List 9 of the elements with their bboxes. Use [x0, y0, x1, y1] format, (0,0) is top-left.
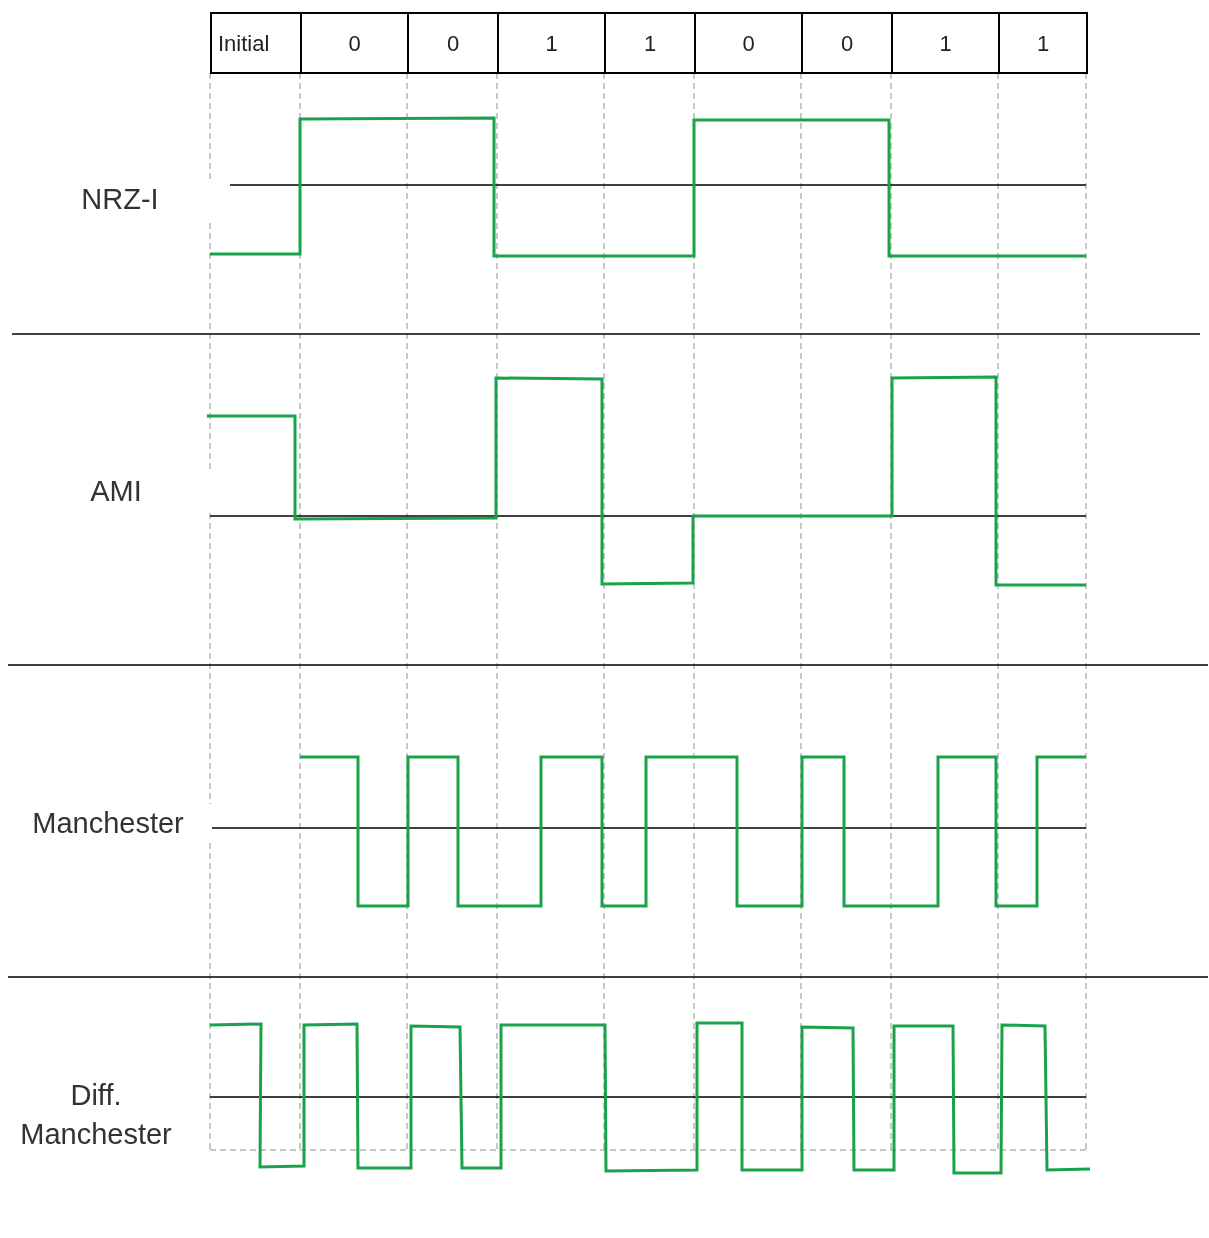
table-cell: 1 — [497, 12, 606, 74]
table-cell: 1 — [998, 12, 1088, 74]
table-cell: 1 — [604, 12, 696, 74]
table-cell: 0 — [407, 12, 499, 74]
table-cell: 0 — [694, 12, 803, 74]
table-cell: 0 — [801, 12, 893, 74]
table-cell: 1 — [891, 12, 1000, 74]
table-cell: 0 — [300, 12, 409, 74]
table-cell: Initial — [210, 12, 302, 74]
